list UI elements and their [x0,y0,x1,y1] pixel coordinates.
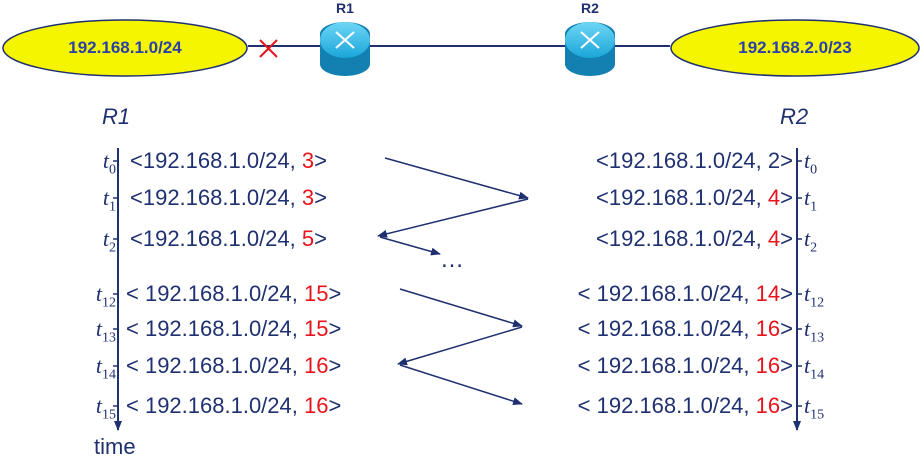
arrow-r1-to-r2-t12 [399,288,523,328]
r2-column-label: R2 [780,104,809,129]
update-arrows [377,157,529,406]
r2-time-label: t15 [804,393,825,423]
r1-time-label: t2 [102,226,116,256]
r1-time-label: t13 [95,316,116,346]
r2-time-label: t14 [804,353,825,383]
r1-metric: 16 [304,393,329,418]
r2-metric: 4 [767,185,781,210]
router-r2-label: R2 [581,0,599,16]
r2-metric: 16 [755,353,781,378]
r1-time-label: t14 [95,353,116,383]
arrow-r2-to-r1-t13 [397,326,523,366]
r2-time-label: t1 [804,185,818,215]
right-network-label: 192.168.2.0/23 [738,38,852,57]
r1-time-label: t12 [95,281,116,311]
router-r2-icon [565,22,615,76]
r2-routing-entry: < 192.168.1.0/24, 14> [577,281,793,306]
r1-metric: 16 [304,353,329,378]
r1-time-label: t15 [95,393,116,423]
r1-metric: 3 [301,185,315,210]
r1-time-label: t1 [102,185,116,215]
r2-routing-entry: <192.168.1.0/24, 4> [596,226,793,251]
r2-metric: 16 [755,316,781,341]
red-x-icon [259,39,278,58]
r2-metric: 16 [755,393,781,418]
r1-routing-entry: < 192.168.1.0/24, 16> [126,393,342,418]
r1-routing-entry: <192.168.1.0/24, 3> [130,185,327,210]
r1-routing-entry: <192.168.1.0/24, 3> [130,148,327,173]
router-r1-icon [320,22,370,76]
r2-time-label: t12 [804,281,825,311]
r1-metric: 3 [301,148,315,173]
time-axis-label: time [94,434,136,459]
r1-metric: 15 [304,316,329,341]
r1-routing-entry: < 192.168.1.0/24, 15> [126,316,342,341]
r2-metric: 14 [755,281,781,306]
r1-routing-entry: <192.168.1.0/24, 5> [130,226,327,251]
ellipsis: … [440,246,464,273]
r1-routing-entry: < 192.168.1.0/24, 15> [126,281,342,306]
r2-time-label: t13 [804,316,825,346]
r2-routing-entry: <192.168.1.0/24, 4> [596,185,793,210]
r1-metric: 15 [304,281,329,306]
r1-time-label: t0 [102,148,116,178]
left-network-ellipse [2,19,248,77]
r2-time-label: t2 [804,226,818,256]
r2-metric: 2 [767,148,781,173]
arrow-r1-to-r2-t14 [399,364,523,406]
r2-routing-entry: <192.168.1.0/24, 2> [596,148,793,173]
r1-column-label: R1 [102,104,131,129]
right-network-ellipse [670,19,920,77]
r2-routing-entry: < 192.168.1.0/24, 16> [577,393,793,418]
r2-routing-entry: < 192.168.1.0/24, 16> [577,353,793,378]
r2-time-label: t0 [804,148,818,178]
left-network-label: 192.168.1.0/24 [68,38,182,57]
arrow-r2-to-r1-t1 [377,198,529,238]
router-r1-label: R1 [336,0,354,16]
r1-routing-entry: < 192.168.1.0/24, 16> [126,353,342,378]
arrow-r1-to-r2-t0 [384,157,529,200]
r2-metric: 4 [767,226,781,251]
arrow-r1-to-r2-t2 [379,236,441,256]
r1-metric: 5 [301,226,315,251]
r2-routing-entry: < 192.168.1.0/24, 16> [577,316,793,341]
